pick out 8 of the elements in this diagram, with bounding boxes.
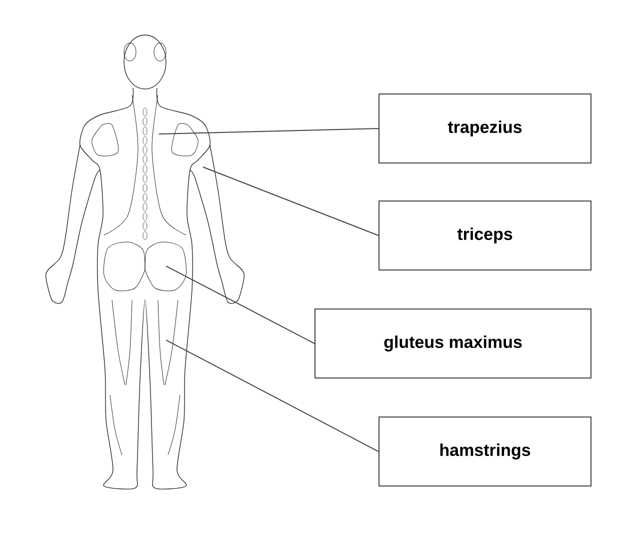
label-box: gluteus maximus [314,308,592,378]
leader-line [202,166,379,236]
leader-line [158,128,379,134]
label-box: triceps [378,200,592,270]
label-box: trapezius [378,94,592,164]
leader-line [166,266,315,344]
leader-line [166,340,379,452]
label-box: hamstrings [378,416,592,486]
